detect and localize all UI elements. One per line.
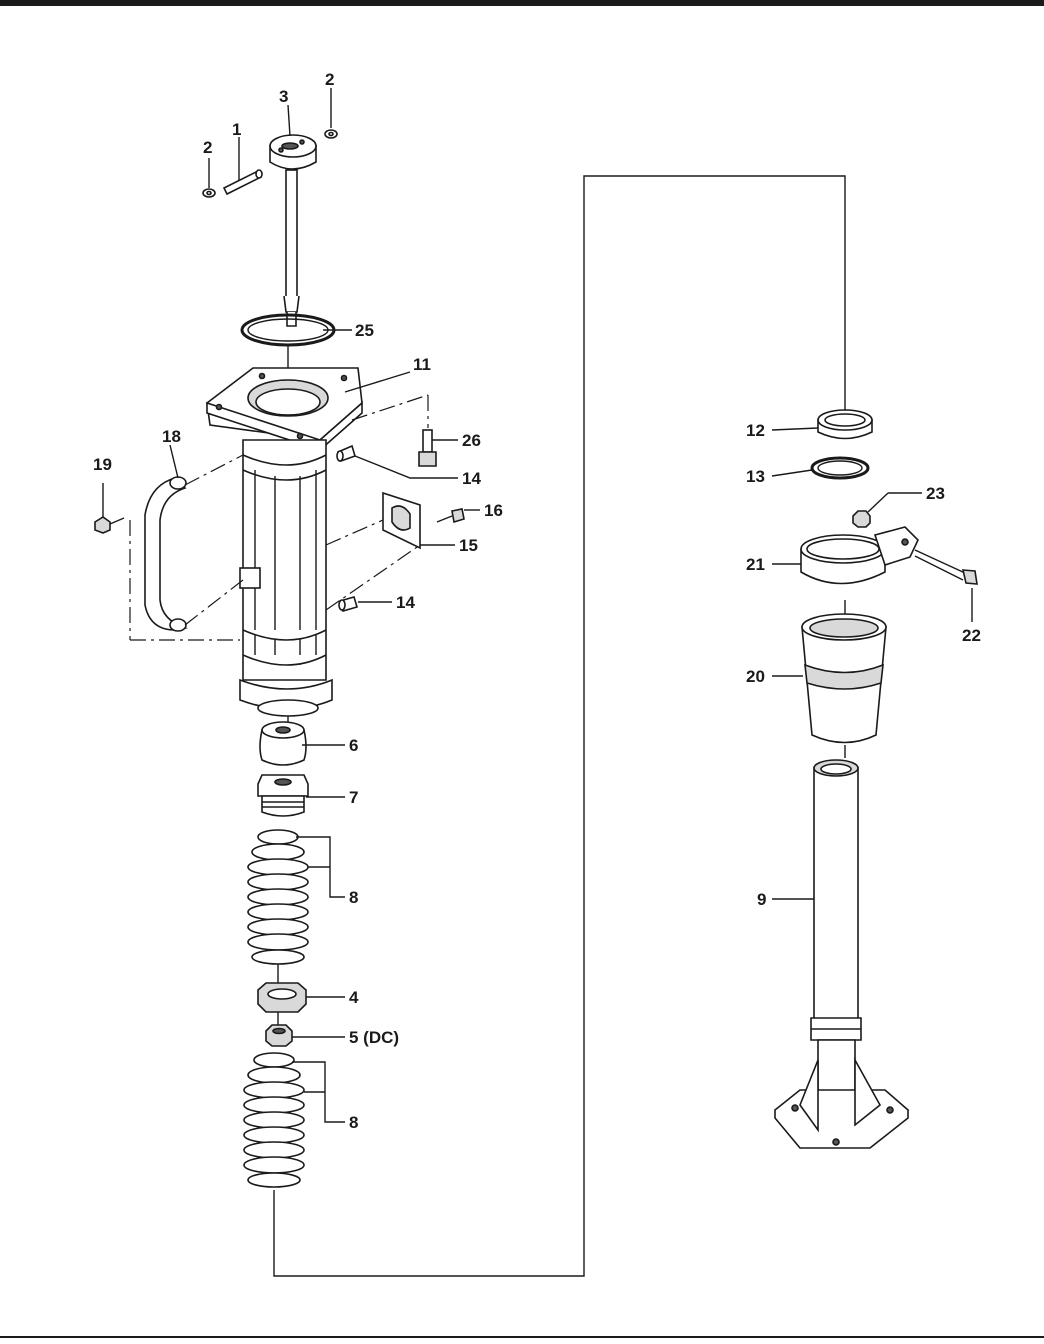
part-7-nut [257,774,309,817]
label-part-11: 11 [413,355,431,374]
part-3-head-rod [269,134,317,327]
label-part-12: 12 [746,421,765,440]
label-part-8-upper: 8 [349,888,358,907]
part-2-clip-right [324,129,338,139]
part-16-screw [436,508,465,524]
label-part-14-lower: 14 [396,593,415,612]
part-8-spring-lower [243,1052,305,1188]
label-part-3: 3 [279,87,288,106]
part-1-pin [222,169,263,196]
label-part-16: 16 [484,501,503,520]
top-rule [0,0,1044,6]
label-part-22: 22 [962,626,981,645]
label-part-2-left: 2 [203,138,212,157]
part-22-bolt [914,549,978,585]
label-part-23: 23 [926,484,945,503]
part-11-housing [206,367,363,717]
label-part-5-dc: 5 (DC) [349,1028,399,1047]
part-19-bolt [94,516,125,534]
label-part-2-right: 2 [325,70,334,89]
label-part-14-upper: 14 [462,469,481,488]
part-21-clamp [800,526,919,585]
label-part-20: 20 [746,667,765,686]
part-26-fitting [418,429,437,467]
label-part-21: 21 [746,555,765,574]
part-2-clip-left [202,188,216,198]
label-part-9: 9 [757,890,766,909]
label-part-13: 13 [746,467,765,486]
part-13-split-ring [810,456,870,480]
bottom-rule [0,1336,1044,1338]
part-25-o-ring [240,313,336,347]
part-6-bushing [259,721,307,766]
label-part-15: 15 [459,536,478,555]
label-part-26: 26 [462,431,481,450]
part-4-hex-nut [257,982,307,1013]
label-part-18: 18 [162,427,181,446]
part-15-valve-plate [382,491,421,550]
part-12-ring [817,409,873,440]
part-18-handle [144,476,189,632]
label-part-8-lower: 8 [349,1113,358,1132]
part-14-nipple-lower [338,596,358,612]
label-part-7: 7 [349,788,358,807]
part-9-column [773,759,910,1149]
part-5-small-nut [265,1024,293,1047]
part-8-spring-upper [247,829,309,965]
label-part-4: 4 [349,988,359,1007]
label-part-6: 6 [349,736,358,755]
part-14-nipple-upper [336,444,356,463]
label-part-19: 19 [93,455,112,474]
part-23-nut [852,510,871,528]
label-part-1: 1 [232,120,241,139]
label-part-25: 25 [355,321,374,340]
part-20-cone-sleeve [801,613,887,744]
